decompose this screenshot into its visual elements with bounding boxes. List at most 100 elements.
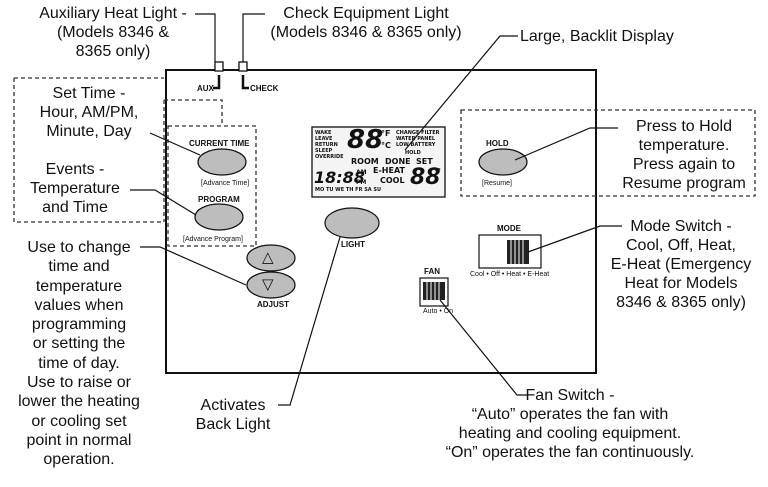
callout-line: Use to raise or — [26, 374, 132, 392]
lcd-eheat: E-HEAT — [373, 166, 405, 175]
callout-line: 8365 only) — [75, 43, 151, 60]
adjust-up-arrow-icon: △ — [262, 248, 274, 266]
callout-line: time and — [48, 258, 110, 276]
advance-time-label: [Advance Time] — [201, 180, 250, 187]
leader-check — [242, 13, 265, 62]
hold-button[interactable] — [478, 148, 528, 176]
callout-fan-switch: Fan Switch - “Auto” operates the fan wit… — [420, 386, 720, 462]
lcd-set: SET — [416, 157, 433, 166]
callout-line: or cooling set — [31, 412, 127, 430]
callout-line: temperature — [35, 277, 123, 295]
callout-line: Fan Switch - — [525, 387, 615, 404]
leader-set-time — [149, 132, 201, 156]
callout-line: heating and cooling equipment. — [458, 425, 682, 442]
current-time-button[interactable] — [197, 148, 247, 176]
lcd-cool: COOL — [380, 176, 405, 185]
callout-line: programming — [31, 316, 127, 334]
lcd-period-word: LEAVE — [315, 136, 333, 142]
aux-light — [214, 61, 224, 72]
callout-aux-heat-light: Auxiliary Heat Light - (Models 8346 & 83… — [32, 4, 194, 61]
program-label: PROGRAM — [198, 195, 240, 204]
leader-hold — [514, 127, 618, 161]
lcd-room-temperature: 88 — [347, 125, 384, 155]
callout-line: Heat for Models — [624, 275, 738, 292]
callout-line: (Models 8346 & 8365 only) — [270, 24, 462, 41]
callout-line: Press to Hold — [635, 118, 733, 135]
callout-line: or setting the — [32, 335, 126, 353]
lcd-period-word: SLEEP — [315, 148, 333, 154]
mode-switch-knob[interactable] — [507, 240, 529, 264]
callout-line: lower the heating — [18, 393, 140, 411]
lcd-display — [311, 126, 446, 198]
lcd-am: AM — [356, 169, 367, 176]
aux-bracket — [213, 75, 221, 90]
callout-line: Set Time - — [52, 85, 126, 102]
callout-line: Hour, AM/PM, — [39, 104, 139, 121]
callout-line: Resume program — [622, 175, 746, 192]
leader-mode — [527, 225, 622, 253]
callout-line: point in normal — [26, 431, 132, 449]
thermostat-body — [165, 69, 597, 374]
callout-adjust: Use to change time and temperature value… — [4, 238, 154, 470]
left-dashed-frame — [13, 77, 165, 223]
adjust-down-button[interactable] — [246, 271, 296, 299]
light-button[interactable] — [324, 207, 380, 239]
callout-line: Temperature — [30, 180, 120, 197]
resume-label: [Resume] — [482, 180, 512, 187]
lcd-period-word: RETURN — [315, 142, 338, 148]
callout-line: Events - — [45, 161, 105, 178]
callout-line: Use to change — [27, 239, 131, 256]
lcd-pm: PM — [356, 179, 367, 186]
callout-mode-switch: Mode Switch - Cool, Off, Heat, E-Heat (E… — [598, 217, 764, 312]
callout-line: operation. — [43, 451, 115, 469]
program-button[interactable] — [194, 203, 244, 231]
buttons-dashed-frame — [167, 125, 257, 247]
callout-line: E-Heat (Emergency — [610, 256, 752, 273]
lcd-unit-f: °F — [381, 129, 391, 138]
callout-line: temperature. — [638, 137, 730, 154]
leader-display — [404, 35, 518, 151]
callout-line: 8346 & 8365 only) — [616, 294, 746, 311]
fan-label: FAN — [424, 267, 440, 276]
leader-adjust — [140, 246, 247, 286]
callout-line: Cool, Off, Heat, — [626, 237, 736, 254]
adjust-label: ADJUST — [257, 300, 290, 309]
lcd-status-word: CHANGE FILTER — [396, 130, 440, 136]
lcd-days: MO TU WE TH FR SA SU — [315, 187, 382, 193]
mode-label: MODE — [497, 224, 521, 233]
aux-label: AUX — [197, 84, 214, 93]
callout-line: and Time — [42, 199, 108, 216]
current-time-label: CURRENT TIME — [189, 139, 250, 148]
callout-line: “Auto” operates the fan with — [471, 406, 669, 423]
lcd-room: ROOM — [351, 157, 379, 166]
mode-positions-label: Cool • Off • Heat • E-Heat — [470, 271, 550, 278]
callout-hold: Press to Hold temperature. Press again t… — [612, 117, 756, 193]
lcd-status-word: WATER PANEL — [396, 136, 436, 142]
fan-positions-label: Auto • On — [423, 308, 454, 315]
leader-light — [278, 236, 341, 406]
adjust-up-button[interactable] — [246, 244, 296, 272]
lcd-period-word: WAKE — [315, 130, 332, 136]
check-label: CHECK — [250, 84, 279, 93]
fan-switch-knob[interactable] — [423, 282, 445, 300]
lcd-status-words: CHANGE FILTER WATER PANEL LOW BATTERY — [396, 130, 439, 148]
lcd-done: DONE — [385, 157, 411, 166]
callout-line: Back Light — [195, 416, 271, 433]
lcd-period-word: OVERRIDE — [315, 154, 344, 160]
callout-line: Mode Switch - — [630, 218, 732, 235]
callout-line: values when — [34, 296, 124, 314]
lcd-time: 18:88 — [314, 168, 365, 187]
hold-label: HOLD — [486, 139, 509, 148]
callout-line: Activates — [200, 397, 266, 414]
callout-check-equipment-light: Check Equipment Light (Models 8346 & 836… — [258, 4, 474, 42]
callout-activates-backlight: Activates Back Light — [188, 396, 278, 434]
callout-line: Auxiliary Heat Light - — [39, 5, 187, 22]
advance-program-label: [Advance Program] — [183, 236, 243, 243]
lcd-unit-c: °C — [381, 141, 391, 150]
callout-line: (Models 8346 & — [56, 24, 170, 41]
lcd-hold: HOLD — [405, 150, 421, 156]
callout-line: time of day. — [38, 354, 120, 372]
callout-line: “On” operates the fan continuously. — [445, 444, 695, 461]
lcd-degree: ° — [437, 167, 441, 176]
